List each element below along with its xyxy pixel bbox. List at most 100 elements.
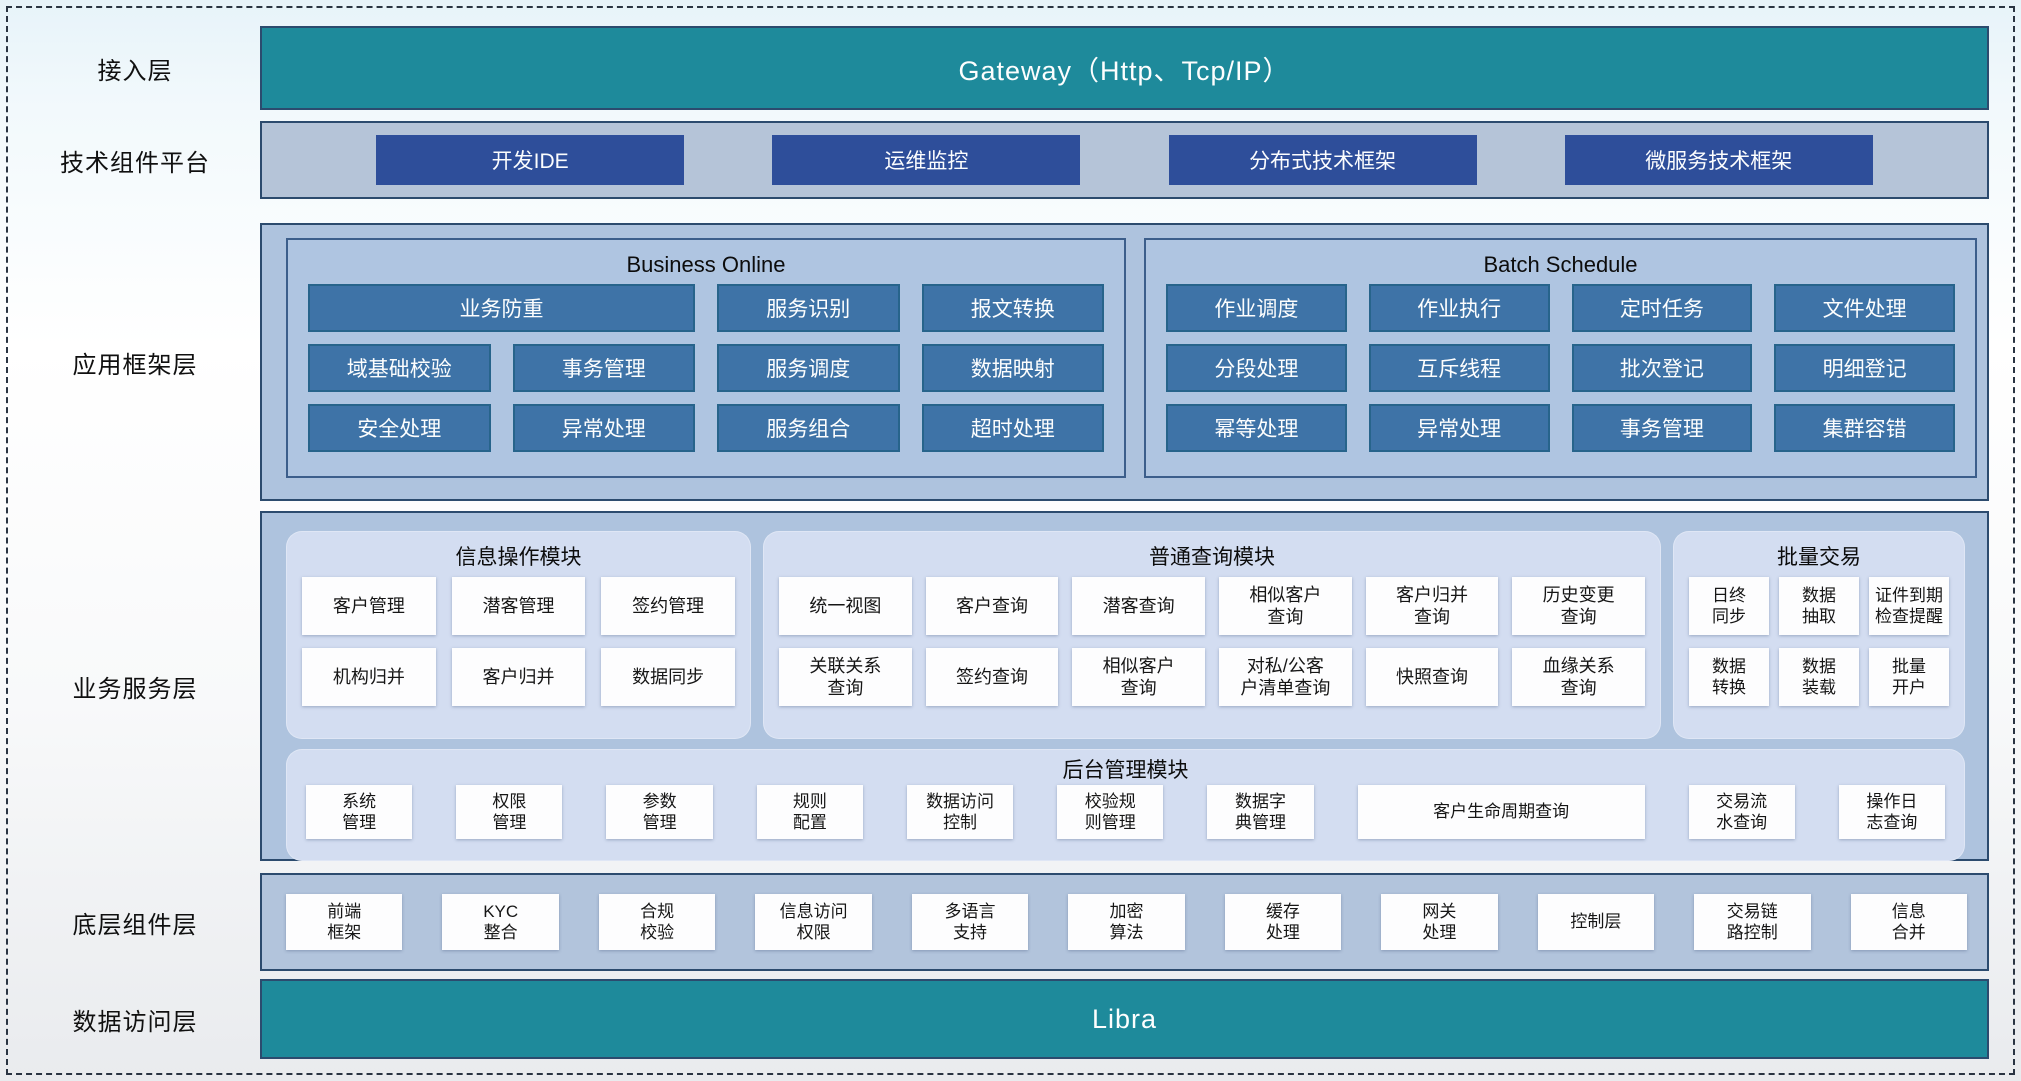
admin-module-block: 交易流 水查询 bbox=[1688, 785, 1795, 839]
business-services-container: 信息操作模块 客户管理潜客管理签约管理机构归并客户归并数据同步 普通查询模块 统… bbox=[260, 511, 1989, 861]
info-operation-title: 信息操作模块 bbox=[455, 546, 582, 569]
base-component-block: KYC 整合 bbox=[442, 894, 559, 950]
batch-schedule-grid: 作业调度作业执行定时任务文件处理分段处理互斥线程批次登记明细登记幂等处理异常处理… bbox=[1166, 284, 1955, 452]
app-framework-content: Business Online 业务防重服务识别报文转换域基础校验事务管理服务调… bbox=[260, 223, 1989, 501]
batch-schedule-panel: Batch Schedule 作业调度作业执行定时任务文件处理分段处理互斥线程批… bbox=[1144, 238, 1977, 478]
info-operation-grid: 客户管理潜客管理签约管理机构归并客户归并数据同步 bbox=[302, 577, 735, 706]
base-component-block: 网关 处理 bbox=[1381, 894, 1498, 950]
business-online-block: 数据映射 bbox=[921, 344, 1104, 392]
layer-label-app-framework: 应用框架层 bbox=[72, 351, 198, 379]
admin-module-block: 操作日 志查询 bbox=[1838, 785, 1945, 839]
tech-block: 运维监控 bbox=[772, 135, 1081, 185]
batch-schedule-block: 集群容错 bbox=[1774, 404, 1955, 452]
common-query-block: 相似客户 查询 bbox=[1219, 577, 1352, 635]
common-query-block: 对私/公客 户清单查询 bbox=[1219, 648, 1352, 706]
base-component-block: 合规 校验 bbox=[598, 894, 716, 950]
layer-row-business-services: 业务服务层 信息操作模块 客户管理潜客管理签约管理机构归并客户归并数据同步 普通… bbox=[10, 511, 2011, 861]
tech-block: 微服务技术框架 bbox=[1564, 135, 1873, 185]
common-query-block: 关联关系 查询 bbox=[779, 648, 912, 706]
base-component-block: 控制层 bbox=[1537, 894, 1655, 950]
layer-row-access: 接入层 Gateway（Http、Tcp/IP） bbox=[10, 26, 2011, 110]
info-operation-panel: 信息操作模块 客户管理潜客管理签约管理机构归并客户归并数据同步 bbox=[286, 531, 751, 739]
batch-schedule-block: 异常处理 bbox=[1368, 404, 1550, 452]
batch-trade-block: 数据 装载 bbox=[1779, 648, 1859, 706]
admin-module-block: 客户生命周期查询 bbox=[1357, 785, 1645, 839]
base-component-block: 信息访问 权限 bbox=[755, 894, 872, 950]
batch-trade-panel: 批量交易 日终 同步数据 抽取证件到期 检查提醒数据 转换数据 装载批量 开户 bbox=[1673, 531, 1965, 739]
base-component-block: 前端 框架 bbox=[286, 894, 403, 950]
base-component-block: 信息 合并 bbox=[1850, 894, 1967, 950]
admin-module-block: 规则 配置 bbox=[756, 785, 863, 839]
admin-module-block: 系统 管理 bbox=[306, 785, 413, 839]
info-operation-block: 客户归并 bbox=[451, 648, 586, 706]
business-online-block: 超时处理 bbox=[921, 404, 1104, 452]
admin-module-block: 数据字 典管理 bbox=[1207, 785, 1314, 839]
business-online-panel: Business Online 业务防重服务识别报文转换域基础校验事务管理服务调… bbox=[286, 238, 1126, 478]
admin-module-block: 校验规 则管理 bbox=[1057, 785, 1164, 839]
business-online-block: 服务调度 bbox=[717, 344, 900, 392]
info-operation-block: 机构归并 bbox=[302, 648, 436, 706]
tech-block: 开发IDE bbox=[376, 135, 685, 185]
batch-schedule-block: 定时任务 bbox=[1571, 284, 1753, 332]
batch-schedule-block: 互斥线程 bbox=[1368, 344, 1550, 392]
business-online-block: 域基础校验 bbox=[308, 344, 491, 392]
layer-label-data-access: 数据访问层 bbox=[72, 1008, 198, 1036]
batch-schedule-block: 作业执行 bbox=[1368, 284, 1550, 332]
business-online-grid: 业务防重服务识别报文转换域基础校验事务管理服务调度数据映射安全处理异常处理服务组… bbox=[308, 284, 1104, 452]
layer-row-data-access: 数据访问层 Libra bbox=[10, 979, 2011, 1059]
admin-module-panel: 后台管理模块 系统 管理权限 管理参数 管理规则 配置数据访问 控制校验规 则管… bbox=[286, 749, 1965, 861]
common-query-block: 统一视图 bbox=[779, 577, 912, 635]
business-online-title: Business Online bbox=[626, 252, 786, 277]
base-components-container: 前端 框架 KYC 整合合规 校验信息访问 权限多语言 支持加密 算法缓存 处理网… bbox=[260, 873, 1989, 971]
batch-schedule-block: 作业调度 bbox=[1166, 284, 1347, 332]
business-online-block: 事务管理 bbox=[512, 344, 695, 392]
batch-schedule-block: 文件处理 bbox=[1774, 284, 1955, 332]
batch-schedule-block: 批次登记 bbox=[1571, 344, 1753, 392]
common-query-block: 签约查询 bbox=[925, 648, 1059, 706]
admin-module-block: 权限 管理 bbox=[456, 785, 563, 839]
layer-label-business-services: 业务服务层 bbox=[72, 675, 198, 703]
info-operation-block: 数据同步 bbox=[601, 648, 735, 706]
app-framework-container: Business Online 业务防重服务识别报文转换域基础校验事务管理服务调… bbox=[260, 223, 1989, 501]
base-components-content: 前端 框架 KYC 整合合规 校验信息访问 权限多语言 支持加密 算法缓存 处理网… bbox=[260, 873, 1989, 971]
layer-label-base-components: 底层组件层 bbox=[72, 911, 198, 939]
batch-schedule-title: Batch Schedule bbox=[1483, 252, 1638, 277]
common-query-block: 客户归并 查询 bbox=[1365, 577, 1499, 635]
batch-trade-block: 批量 开户 bbox=[1869, 648, 1949, 706]
layer-row-base-components: 底层组件层 前端 框架 KYC 整合合规 校验信息访问 权限多语言 支持加密 算法… bbox=[10, 873, 2011, 971]
base-components-grid: 前端 框架 KYC 整合合规 校验信息访问 权限多语言 支持加密 算法缓存 处理网… bbox=[286, 894, 1967, 950]
base-component-block: 多语言 支持 bbox=[911, 894, 1029, 950]
common-query-block: 相似客户 查询 bbox=[1072, 648, 1205, 706]
info-operation-block: 潜客管理 bbox=[451, 577, 586, 635]
business-online-block: 业务防重 bbox=[308, 284, 695, 332]
batch-trade-block: 证件到期 检查提醒 bbox=[1869, 577, 1949, 635]
batch-schedule-block: 事务管理 bbox=[1571, 404, 1753, 452]
layer-label-access: 接入层 bbox=[97, 57, 173, 85]
layer-row-app-framework: 应用框架层 Business Online 业务防重服务识别报文转换域基础校验事… bbox=[10, 223, 2011, 501]
business-services-top-row: 信息操作模块 客户管理潜客管理签约管理机构归并客户归并数据同步 普通查询模块 统… bbox=[286, 531, 1965, 739]
data-access-content: Libra bbox=[260, 979, 1989, 1059]
info-operation-block: 客户管理 bbox=[302, 577, 436, 635]
admin-module-block: 数据访问 控制 bbox=[906, 785, 1014, 839]
base-component-block: 加密 算法 bbox=[1068, 894, 1185, 950]
common-query-block: 历史变更 查询 bbox=[1512, 577, 1645, 635]
info-operation-block: 签约管理 bbox=[601, 577, 735, 635]
access-layer-content: Gateway（Http、Tcp/IP） bbox=[260, 26, 1989, 110]
layer-label-tech-platform: 技术组件平台 bbox=[60, 149, 210, 177]
batch-trade-grid: 日终 同步数据 抽取证件到期 检查提醒数据 转换数据 装载批量 开户 bbox=[1689, 577, 1949, 706]
admin-module-grid: 系统 管理权限 管理参数 管理规则 配置数据访问 控制校验规 则管理数据字 典管… bbox=[306, 785, 1945, 839]
base-component-block: 缓存 处理 bbox=[1224, 894, 1342, 950]
batch-trade-title: 批量交易 bbox=[1777, 546, 1861, 569]
batch-trade-block: 数据 抽取 bbox=[1779, 577, 1859, 635]
architecture-diagram: 接入层 Gateway（Http、Tcp/IP） 技术组件平台 开发IDE 运维监… bbox=[10, 8, 2011, 1073]
common-query-grid: 统一视图客户查询潜客查询相似客户 查询客户归并 查询历史变更 查询关联关系 查询… bbox=[779, 577, 1645, 706]
batch-trade-block: 数据 转换 bbox=[1689, 648, 1769, 706]
common-query-panel: 普通查询模块 统一视图客户查询潜客查询相似客户 查询客户归并 查询历史变更 查询… bbox=[763, 531, 1661, 739]
common-query-block: 潜客查询 bbox=[1072, 577, 1205, 635]
common-query-title: 普通查询模块 bbox=[1149, 546, 1275, 569]
common-query-block: 快照查询 bbox=[1365, 648, 1499, 706]
admin-module-title: 后台管理模块 bbox=[1062, 759, 1189, 782]
batch-schedule-block: 幂等处理 bbox=[1166, 404, 1347, 452]
